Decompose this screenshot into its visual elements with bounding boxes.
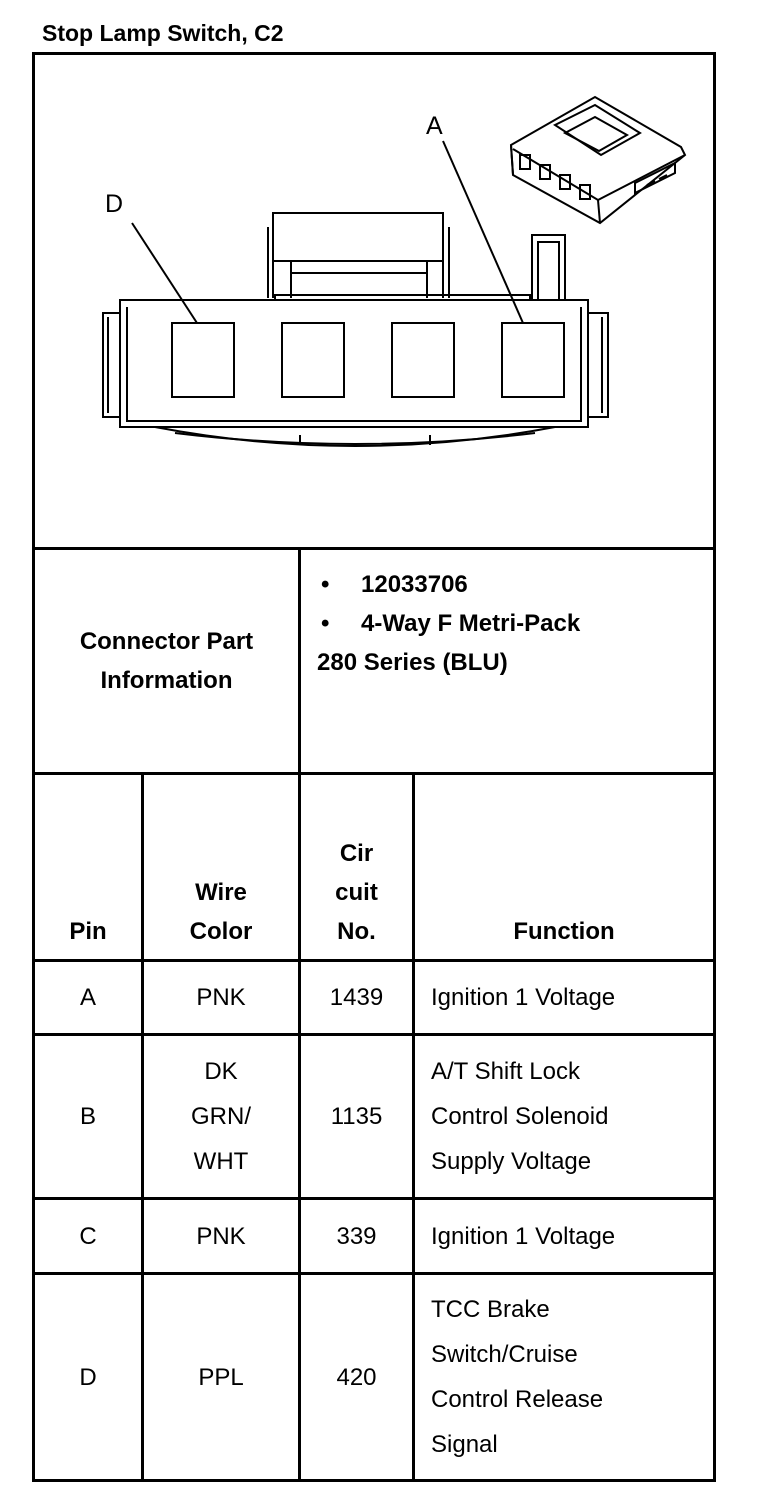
part-info-values: • 12033706 • 4-Way F Metri-Pack 280 Seri… — [317, 565, 707, 682]
row-b-circuit: 1135 — [330, 1103, 383, 1130]
part-number: 12033706 — [361, 571, 468, 598]
header-pin: Pin — [69, 918, 107, 945]
part-info-label: Connector Part Information — [79, 628, 254, 694]
row-a-circuit: 1439 — [329, 984, 384, 1011]
part-info-item: • 4-Way F Metri-Pack — [317, 604, 707, 643]
row-b-pin: B — [79, 1103, 96, 1130]
part-info-item: • 12033706 — [317, 565, 707, 604]
row-c-function: Ignition 1 Voltage — [431, 1222, 616, 1250]
divider — [32, 1033, 716, 1036]
divider — [412, 772, 415, 1482]
connector-series: 280 Series (BLU) — [317, 649, 508, 676]
row-a-function: Ignition 1 Voltage — [431, 984, 616, 1011]
bullet-icon: • — [321, 571, 330, 598]
row-d-pin: D — [79, 1363, 97, 1391]
row-b-wire-color: DK GRN/ WHT — [191, 1058, 251, 1175]
divider — [298, 547, 301, 775]
row-c-circuit: 339 — [336, 1222, 377, 1250]
divider — [32, 1272, 716, 1275]
row-d-function: TCC Brake Switch/Cruise Control Release … — [431, 1296, 604, 1458]
row-c-pin: C — [79, 1222, 97, 1250]
bullet-icon: • — [321, 610, 330, 637]
connector-type: 4-Way F Metri-Pack — [361, 610, 581, 637]
divider — [141, 772, 144, 1482]
row-a-wire-color: PNK — [196, 984, 246, 1011]
page-title: Stop Lamp Switch, C2 — [42, 20, 284, 46]
divider — [32, 959, 716, 962]
divider — [32, 547, 716, 550]
row-b-function: A/T Shift Lock Control Solenoid Supply V… — [431, 1058, 609, 1175]
pin-label-a: A — [426, 112, 443, 140]
row-c-wire-color: PNK — [196, 1222, 246, 1250]
connector-table-frame — [32, 52, 716, 1482]
pin-label-d: D — [105, 190, 123, 218]
divider — [298, 772, 301, 1482]
row-d-wire-color: PPL — [198, 1363, 244, 1391]
row-a-pin: A — [79, 984, 96, 1011]
header-circuit: Cir cuit No. — [335, 840, 378, 945]
connector-drawing: D A — [102, 95, 687, 447]
header-function: Function — [513, 918, 615, 945]
divider — [32, 1197, 716, 1200]
row-d-circuit: 420 — [336, 1363, 377, 1391]
header-wire-color: Wire Color — [189, 879, 253, 945]
divider — [32, 772, 716, 775]
